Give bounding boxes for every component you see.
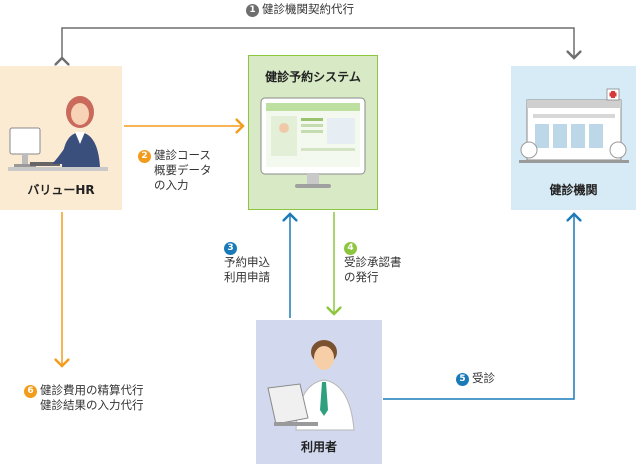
step-5-badge: 5 [456,373,469,386]
user-with-laptop-illustration [267,340,355,431]
step-4-label: 4 受診承認書 の発行 [344,242,402,284]
office-worker-illustration [8,96,108,171]
monitor-illustration [260,97,366,188]
step-6-badge: 6 [24,385,37,398]
clinic-building-illustration [519,88,629,163]
system-label: 健診予約システム [265,70,361,84]
step-4-badge: 4 [344,242,357,255]
arrow-contract [62,27,574,58]
step-2-badge: 2 [138,150,151,163]
system-box: 健診予約システム [248,55,378,210]
valuehr-label: バリューHR [27,183,95,197]
clinic-label: 健診機関 [549,183,598,197]
step-1-badge: 1 [246,4,259,17]
clinic-box: 健診機関 [511,66,636,210]
user-label: 利用者 [300,440,337,454]
arrow-checkup [383,214,574,400]
valuehr-box: バリューHR [0,66,122,210]
step-3-badge: 3 [224,242,237,255]
step-3-label: 3 予約申込 利用申請 [224,242,270,284]
user-box: 利用者 [256,320,382,464]
